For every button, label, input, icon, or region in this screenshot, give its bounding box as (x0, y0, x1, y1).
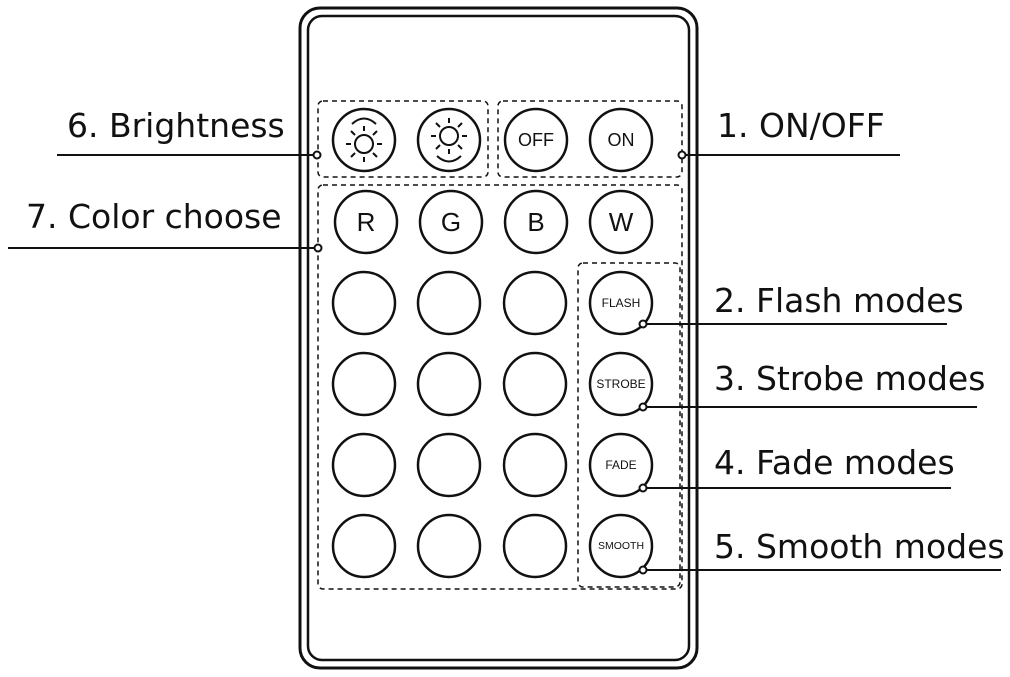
group-outlines (317, 100, 683, 590)
on-label: ON (608, 130, 635, 150)
color-button[interactable] (331, 270, 397, 336)
green-label: G (441, 207, 461, 237)
color-group (317, 184, 683, 590)
white-button[interactable]: W (588, 189, 654, 255)
color-button[interactable] (331, 432, 397, 498)
strobe-label: STROBE (596, 377, 645, 391)
callout-smooth-modes: 5. Smooth modes (714, 527, 1005, 566)
blue-label: B (527, 207, 544, 237)
callout-fade-modes: 4. Fade modes (714, 443, 955, 482)
color-button[interactable] (416, 270, 482, 336)
smooth-button[interactable]: SMOOTH (588, 513, 654, 579)
off-button[interactable]: OFF (503, 107, 569, 173)
callout-lines (8, 150, 1001, 575)
fade-button[interactable]: FADE (588, 432, 654, 498)
smooth-label: SMOOTH (598, 540, 644, 552)
color-button[interactable] (502, 513, 568, 579)
red-label: R (357, 207, 376, 237)
color-button[interactable] (331, 351, 397, 417)
callout-flash-modes: 2. Flash modes (714, 281, 964, 320)
fade-label: FADE (605, 458, 636, 472)
brightness-up-button[interactable] (331, 107, 397, 173)
color-button[interactable] (331, 513, 397, 579)
callout-brightness: 6. Brightness (67, 106, 285, 145)
red-button[interactable]: R (333, 189, 399, 255)
flash-label: FLASH (602, 296, 641, 310)
white-label: W (609, 207, 634, 237)
callout-strobe-modes: 3. Strobe modes (714, 359, 985, 398)
sun-arrow-down-icon (431, 118, 467, 163)
blue-button[interactable]: B (503, 189, 569, 255)
color-button[interactable] (502, 432, 568, 498)
sun-arrow-up-icon (346, 117, 382, 162)
off-label: OFF (518, 130, 554, 150)
modes-group (577, 262, 681, 588)
brightness-down-button[interactable] (416, 107, 482, 173)
color-button[interactable] (416, 351, 482, 417)
power-group (497, 100, 683, 178)
color-button[interactable] (416, 513, 482, 579)
flash-button[interactable]: FLASH (588, 270, 654, 336)
brightness-group (317, 100, 489, 178)
color-button[interactable] (502, 270, 568, 336)
color-button-grid (331, 270, 568, 579)
on-button[interactable]: ON (588, 107, 654, 173)
strobe-button[interactable]: STROBE (588, 351, 654, 417)
remote-body (298, 6, 699, 670)
color-button[interactable] (416, 432, 482, 498)
callout-on-off: 1. ON/OFF (717, 106, 885, 145)
green-button[interactable]: G (418, 189, 484, 255)
color-button[interactable] (502, 351, 568, 417)
callout-color-choose: 7. Color choose (26, 197, 282, 236)
